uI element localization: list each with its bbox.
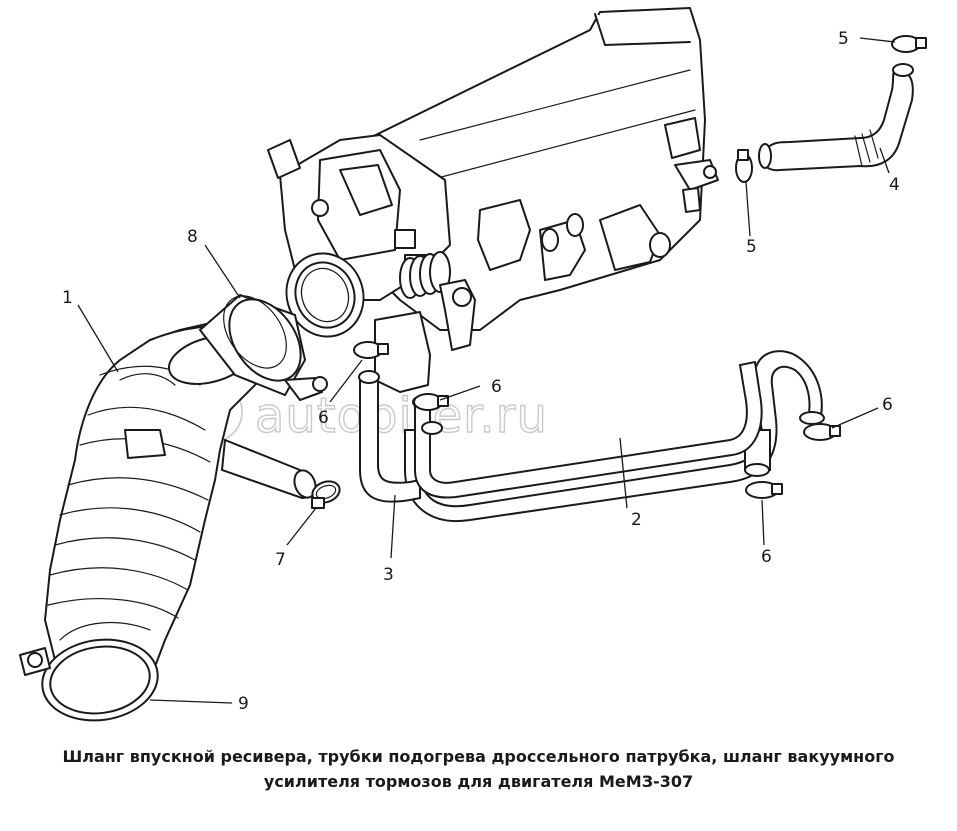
leader-lines <box>77 37 896 704</box>
callout-6-b: 6 <box>491 377 502 397</box>
connector-sleeve-8 <box>198 293 328 401</box>
callout-2: 2 <box>631 510 642 530</box>
callout-1: 1 <box>62 288 73 308</box>
callout-8: 8 <box>187 227 198 247</box>
callout-6-c: 6 <box>882 395 893 415</box>
callout-4: 4 <box>889 175 900 195</box>
throttle-return-spring <box>399 251 451 299</box>
callout-5-a: 5 <box>838 29 849 49</box>
callout-6-d: 6 <box>761 547 772 567</box>
clamp-6-a <box>353 341 389 359</box>
clamp-9 <box>19 622 159 722</box>
clamp-6-c <box>803 423 841 441</box>
callouts: 1 2 3 4 5 5 6 6 6 6 7 8 9 <box>62 29 900 714</box>
callout-3: 3 <box>383 565 394 585</box>
vacuum-hose-4 <box>758 63 914 172</box>
clamp-6-b <box>413 393 449 411</box>
callout-6-a: 6 <box>318 408 329 428</box>
caption-line-2: усилителя тормозов для двигателя МеМЗ-30… <box>263 772 694 791</box>
figure-caption: Шланг впускной ресивера, трубки подогрев… <box>0 744 957 794</box>
exploded-parts-diagram: a autopiter.ru <box>19 7 927 722</box>
clamp-7 <box>311 480 341 509</box>
heater-tube-2 <box>404 350 825 522</box>
caption-line-1: Шланг впускной ресивера, трубки подогрев… <box>62 747 895 766</box>
callout-5-b: 5 <box>746 237 757 257</box>
throttle-body <box>267 134 476 393</box>
callout-9: 9 <box>238 694 249 714</box>
clamp-6-d <box>745 481 783 499</box>
callout-7: 7 <box>275 550 286 570</box>
clamp-5-b <box>735 149 753 183</box>
clamp-5-a <box>891 35 927 53</box>
